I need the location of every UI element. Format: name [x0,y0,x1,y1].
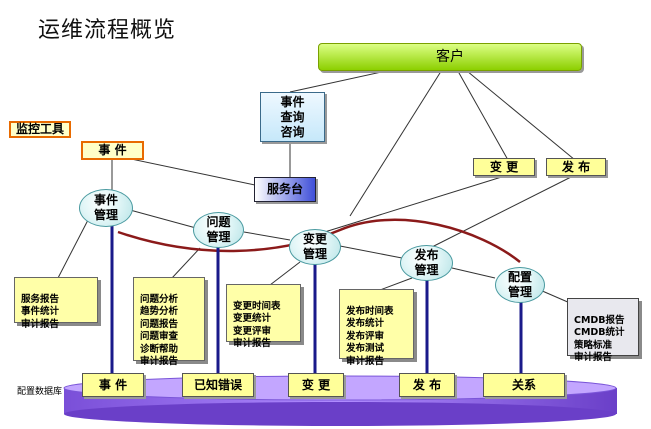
query-box: 事件 查询 咨询 [260,92,325,142]
process-change-mgmt: 变更 管理 [289,229,341,265]
release-input-label: 发 布 [561,159,591,174]
note-text: 服务报告 事件统计 审计报告 [21,293,60,330]
process-label: 变更 管理 [302,232,327,261]
incident-input-label: 事 件 [98,143,127,157]
process-incident-mgmt: 事件 管理 [79,189,133,227]
process-label: 配置 管理 [507,270,532,299]
note-text: 问题分析 趋势分析 问题报告 问题审查 诊断帮助 审计报告 [140,293,179,368]
note-text: 变更时间表 变更统计 变更评审 审计报告 [233,300,281,350]
db-item-label: 已知错误 [193,377,242,392]
note-release-reports: 发布时间表 发布统计 发布评审 发布测试 审计报告 [339,289,414,367]
monitor-tool-label: 监控工具 [15,122,64,136]
db-item-relationship: 关系 [483,373,565,397]
note-change-reports: 变更时间表 变更统计 变更评审 审计报告 [226,284,301,349]
incident-input-box: 事 件 [81,141,144,160]
cmdb-label: 配置数据库 [17,387,63,397]
change-input-label: 变 更 [489,159,519,174]
service-desk-label: 服务台 [266,182,303,196]
flow-arc [117,218,521,263]
db-poles [110,222,523,374]
note-text: 发布时间表 发布统计 发布评审 发布测试 审计报告 [346,305,394,367]
process-release-mgmt: 发布 管理 [400,245,453,281]
db-item-label: 事 件 [98,377,128,392]
note-problem-reports: 问题分析 趋势分析 问题报告 问题审查 诊断帮助 审计报告 [133,277,205,367]
page-title: 运维流程概览 [38,18,177,43]
release-input-box: 发 布 [546,158,606,176]
db-item-incident: 事 件 [82,373,144,397]
db-item-label: 发 布 [412,377,442,392]
process-config-mgmt: 配置 管理 [495,267,545,303]
note-text: CMDB报告 CMDB统计 策略标准 审计报告 [574,314,625,364]
process-problem-mgmt: 问题 管理 [193,212,244,248]
db-item-label: 变 更 [301,377,331,392]
query-label: 事件 查询 咨询 [280,94,305,139]
process-label: 事件 管理 [93,193,118,222]
process-label: 发布 管理 [414,248,439,277]
db-item-release: 发 布 [399,373,455,397]
customer-label: 客户 [436,48,464,65]
service-desk-box: 服务台 [254,177,316,202]
note-incident-reports: 服务报告 事件统计 审计报告 [14,277,98,330]
process-label: 问题 管理 [206,215,231,244]
note-cmdb-reports: CMDB报告 CMDB统计 策略标准 审计报告 [567,298,639,363]
db-item-known-error: 已知错误 [182,373,254,397]
monitor-tool-box: 监控工具 [9,121,71,138]
customer-box: 客户 [318,43,582,71]
change-input-box: 变 更 [473,158,535,176]
connector-lines [57,56,576,304]
db-item-label: 关系 [511,377,536,392]
db-item-change: 变 更 [288,373,344,397]
